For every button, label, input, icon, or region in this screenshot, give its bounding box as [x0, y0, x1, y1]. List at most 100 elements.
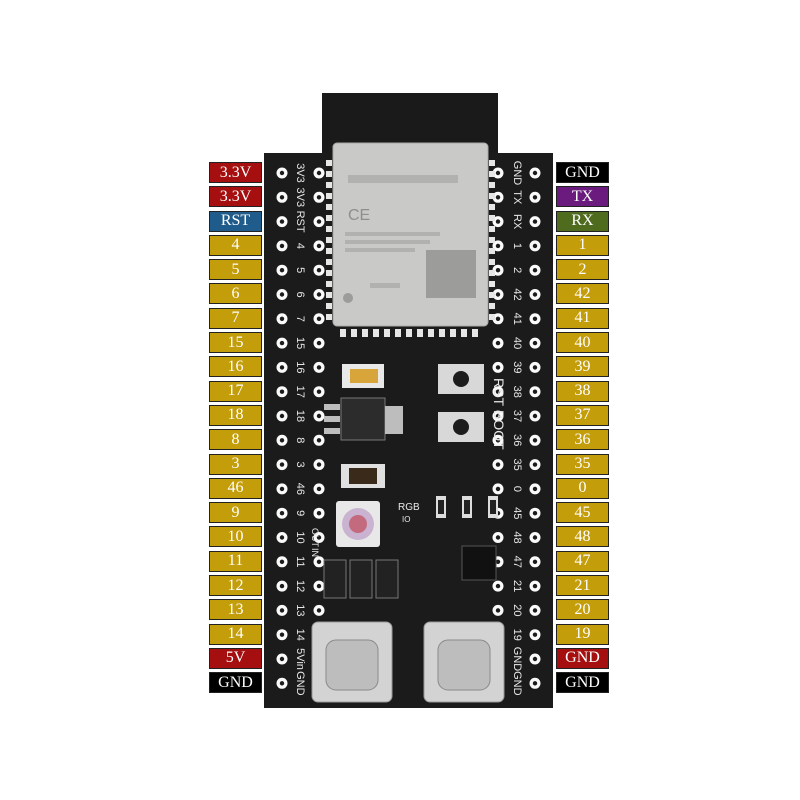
rst-button — [438, 364, 484, 394]
left-pin-label-2: RST — [209, 210, 262, 232]
left-inner-pad-11 — [313, 434, 325, 446]
left-inner-pad-0 — [313, 167, 325, 179]
right-pin-label-6: 41 — [556, 307, 609, 329]
left-pin-pad-18 — [276, 604, 288, 616]
right-pin-label-17: 21 — [556, 575, 609, 597]
right-inner-pad-6 — [492, 313, 504, 325]
left-inner-pad-17 — [313, 580, 325, 592]
left-pin-pad-14 — [276, 507, 288, 519]
left-pin-label-11: 8 — [209, 429, 262, 451]
left-pin-pad-9 — [276, 386, 288, 398]
right-silk-label-21: GND — [511, 671, 523, 696]
left-pin-pad-7 — [276, 337, 288, 349]
right-pin-pad-14 — [529, 507, 541, 519]
left-pin-label-3: 4 — [209, 234, 262, 256]
left-pin-pad-0 — [276, 167, 288, 179]
right-pin-pad-3 — [529, 240, 541, 252]
right-inner-pad-17 — [492, 580, 504, 592]
left-silk-label-1: 3V3 — [294, 188, 306, 208]
module-ce-mark: CE — [348, 207, 370, 224]
right-silk-label-19: 19 — [511, 629, 523, 641]
left-silk-label-21: GND — [294, 671, 306, 696]
right-pin-label-7: 40 — [556, 332, 609, 354]
left-pin-pad-6 — [276, 313, 288, 325]
right-silk-label-4: 2 — [511, 267, 523, 273]
right-inner-pad-14 — [492, 507, 504, 519]
rst-button-cap — [453, 371, 469, 387]
right-pin-pad-1 — [529, 191, 541, 203]
right-pin-pad-7 — [529, 337, 541, 349]
right-pin-pad-4 — [529, 264, 541, 276]
left-pin-pad-10 — [276, 410, 288, 422]
right-silk-label-11: 36 — [511, 434, 523, 446]
left-inner-pad-7 — [313, 337, 325, 349]
right-pin-pad-21 — [529, 677, 541, 689]
left-silk-label-10: 18 — [294, 410, 306, 422]
right-pin-label-5: 42 — [556, 283, 609, 305]
voltage-regulator — [340, 397, 386, 441]
left-silk-label-20: 5Vin — [294, 648, 306, 670]
left-silk-label-12: 3 — [294, 462, 306, 468]
usb-c-port-left — [311, 621, 393, 703]
right-silk-label-20: GND — [511, 647, 523, 672]
right-silk-label-1: TX — [511, 190, 523, 205]
right-pin-label-2: RX — [556, 210, 609, 232]
left-silk-label-15: 10 — [294, 531, 306, 543]
left-pin-pad-17 — [276, 580, 288, 592]
right-pin-pad-8 — [529, 361, 541, 373]
right-inner-pad-10 — [492, 410, 504, 422]
right-inner-pad-9 — [492, 386, 504, 398]
right-inner-pad-13 — [492, 483, 504, 495]
left-inner-pad-20 — [313, 653, 325, 665]
rgb-led — [336, 501, 380, 547]
right-silk-label-2: RX — [511, 214, 523, 230]
right-silk-label-18: 20 — [511, 604, 523, 616]
left-pin-pad-3 — [276, 240, 288, 252]
left-inner-pad-3 — [313, 240, 325, 252]
right-pin-label-10: 37 — [556, 404, 609, 426]
right-silk-label-6: 41 — [511, 313, 523, 325]
left-pin-label-6: 7 — [209, 307, 262, 329]
pcb-board — [264, 153, 553, 708]
right-pin-pad-6 — [529, 313, 541, 325]
right-silk-label-0: GND — [511, 161, 523, 186]
right-pin-label-19: 19 — [556, 623, 609, 645]
left-silk-label-7: 15 — [294, 337, 306, 349]
left-inner-pad-10 — [313, 410, 325, 422]
right-pin-label-3: 1 — [556, 234, 609, 256]
module-qr-code — [426, 250, 476, 298]
left-pin-pad-4 — [276, 264, 288, 276]
left-silk-label-14: 9 — [294, 510, 306, 516]
left-inner-pad-15 — [313, 532, 325, 543]
left-pin-label-21: GND — [209, 672, 262, 694]
right-pin-pad-20 — [529, 653, 541, 665]
left-pin-pad-12 — [276, 459, 288, 471]
right-inner-pad-11 — [492, 434, 504, 446]
left-pin-label-0: 3.3V — [209, 162, 262, 183]
left-inner-pad-14 — [313, 507, 325, 519]
right-silk-label-13: 0 — [511, 486, 523, 492]
right-silk-label-10: 37 — [511, 410, 523, 422]
right-inner-pad-20 — [492, 653, 504, 665]
left-pin-label-13: 46 — [209, 477, 262, 499]
left-silk-label-16: 11 — [294, 556, 306, 567]
rst-button-label: RST — [491, 378, 507, 406]
left-silk-label-3: 4 — [294, 243, 306, 249]
left-silk-label-18: 13 — [294, 604, 306, 616]
right-pin-pad-9 — [529, 386, 541, 398]
left-pin-label-17: 12 — [209, 575, 262, 597]
left-pin-label-10: 18 — [209, 404, 262, 426]
right-silk-label-12: 35 — [511, 458, 523, 470]
right-pin-pad-0 — [529, 167, 541, 179]
right-inner-pad-0 — [492, 167, 504, 179]
left-inner-pad-4 — [313, 264, 325, 276]
tantalum-capacitor — [342, 364, 384, 388]
bulk-capacitor — [341, 464, 385, 488]
right-silk-label-3: 1 — [511, 243, 523, 249]
left-pin-pad-19 — [276, 629, 288, 641]
left-inner-pad-2 — [313, 216, 325, 228]
boot-button-label: BOOT — [491, 410, 507, 450]
right-inner-pad-4 — [492, 264, 504, 276]
